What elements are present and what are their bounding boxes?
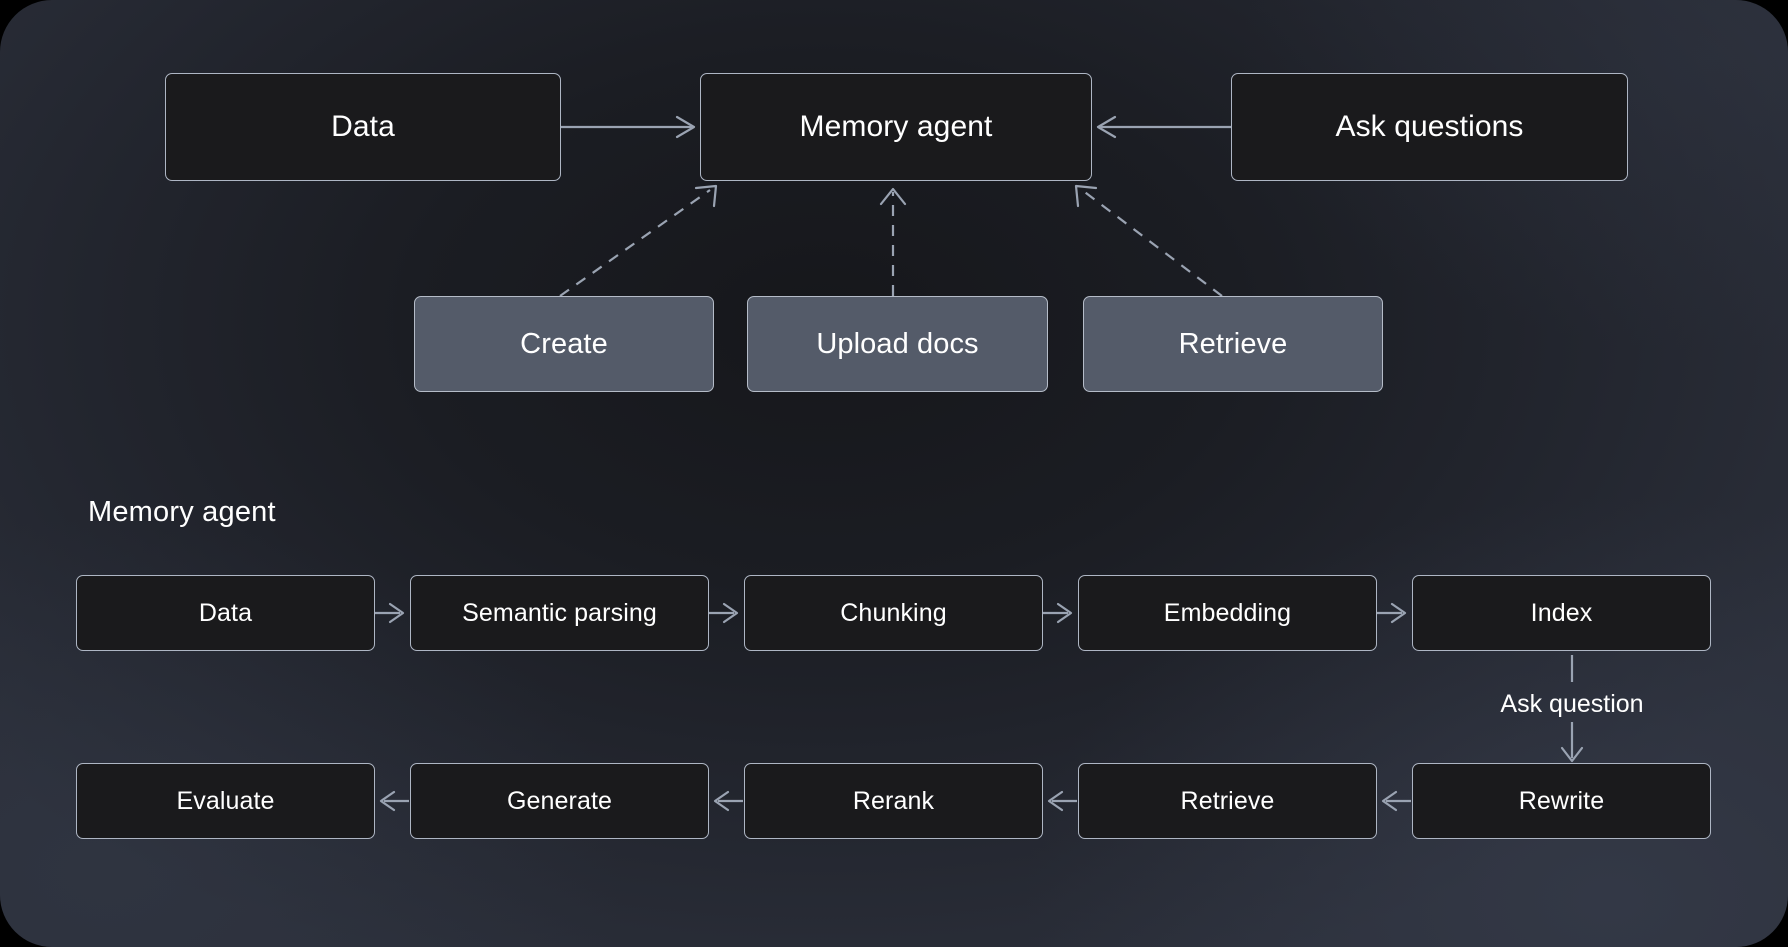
edge-create-to-memory-agent bbox=[559, 184, 718, 297]
edge-prewrite-to-pretrieve bbox=[1381, 790, 1411, 812]
edge-ask-questions-to-memory-agent bbox=[1096, 115, 1231, 139]
node-ask-questions[interactable]: Ask questions bbox=[1231, 73, 1628, 181]
node-data-top[interactable]: Data bbox=[165, 73, 561, 181]
node-pipeline-evaluate[interactable]: Evaluate bbox=[76, 763, 375, 839]
node-memory-agent[interactable]: Memory agent bbox=[700, 73, 1092, 181]
node-pipeline-semantic-parsing[interactable]: Semantic parsing bbox=[410, 575, 709, 651]
edge-pgenerate-to-pevaluate bbox=[379, 790, 409, 812]
node-pipeline-retrieve[interactable]: Retrieve bbox=[1078, 763, 1377, 839]
node-pipeline-chunking[interactable]: Chunking bbox=[744, 575, 1043, 651]
node-retrieve-top[interactable]: Retrieve bbox=[1083, 296, 1383, 392]
edge-prerank-to-pgenerate bbox=[713, 790, 743, 812]
edge-pchunking-to-pembedding bbox=[1043, 602, 1073, 624]
edge-psemantic-to-pchunking bbox=[709, 602, 739, 624]
node-pipeline-generate[interactable]: Generate bbox=[410, 763, 709, 839]
node-pipeline-rewrite[interactable]: Rewrite bbox=[1412, 763, 1711, 839]
edge-data-to-memory-agent bbox=[561, 115, 696, 139]
node-pipeline-index[interactable]: Index bbox=[1412, 575, 1711, 651]
edge-label-ask-question: Ask question bbox=[1500, 690, 1644, 718]
node-pipeline-rerank[interactable]: Rerank bbox=[744, 763, 1043, 839]
edge-pretrieve-to-prerank bbox=[1047, 790, 1077, 812]
node-upload-docs[interactable]: Upload docs bbox=[747, 296, 1048, 392]
node-create[interactable]: Create bbox=[414, 296, 714, 392]
node-pipeline-embedding[interactable]: Embedding bbox=[1078, 575, 1377, 651]
edge-upload-docs-to-memory-agent bbox=[879, 187, 907, 296]
edge-pembedding-to-pindex bbox=[1377, 602, 1407, 624]
node-pipeline-data[interactable]: Data bbox=[76, 575, 375, 651]
section-title-memory-agent: Memory agent bbox=[88, 496, 276, 528]
edge-pdata-to-psemantic bbox=[375, 602, 405, 624]
edge-retrieve-to-memory-agent bbox=[1074, 184, 1223, 297]
